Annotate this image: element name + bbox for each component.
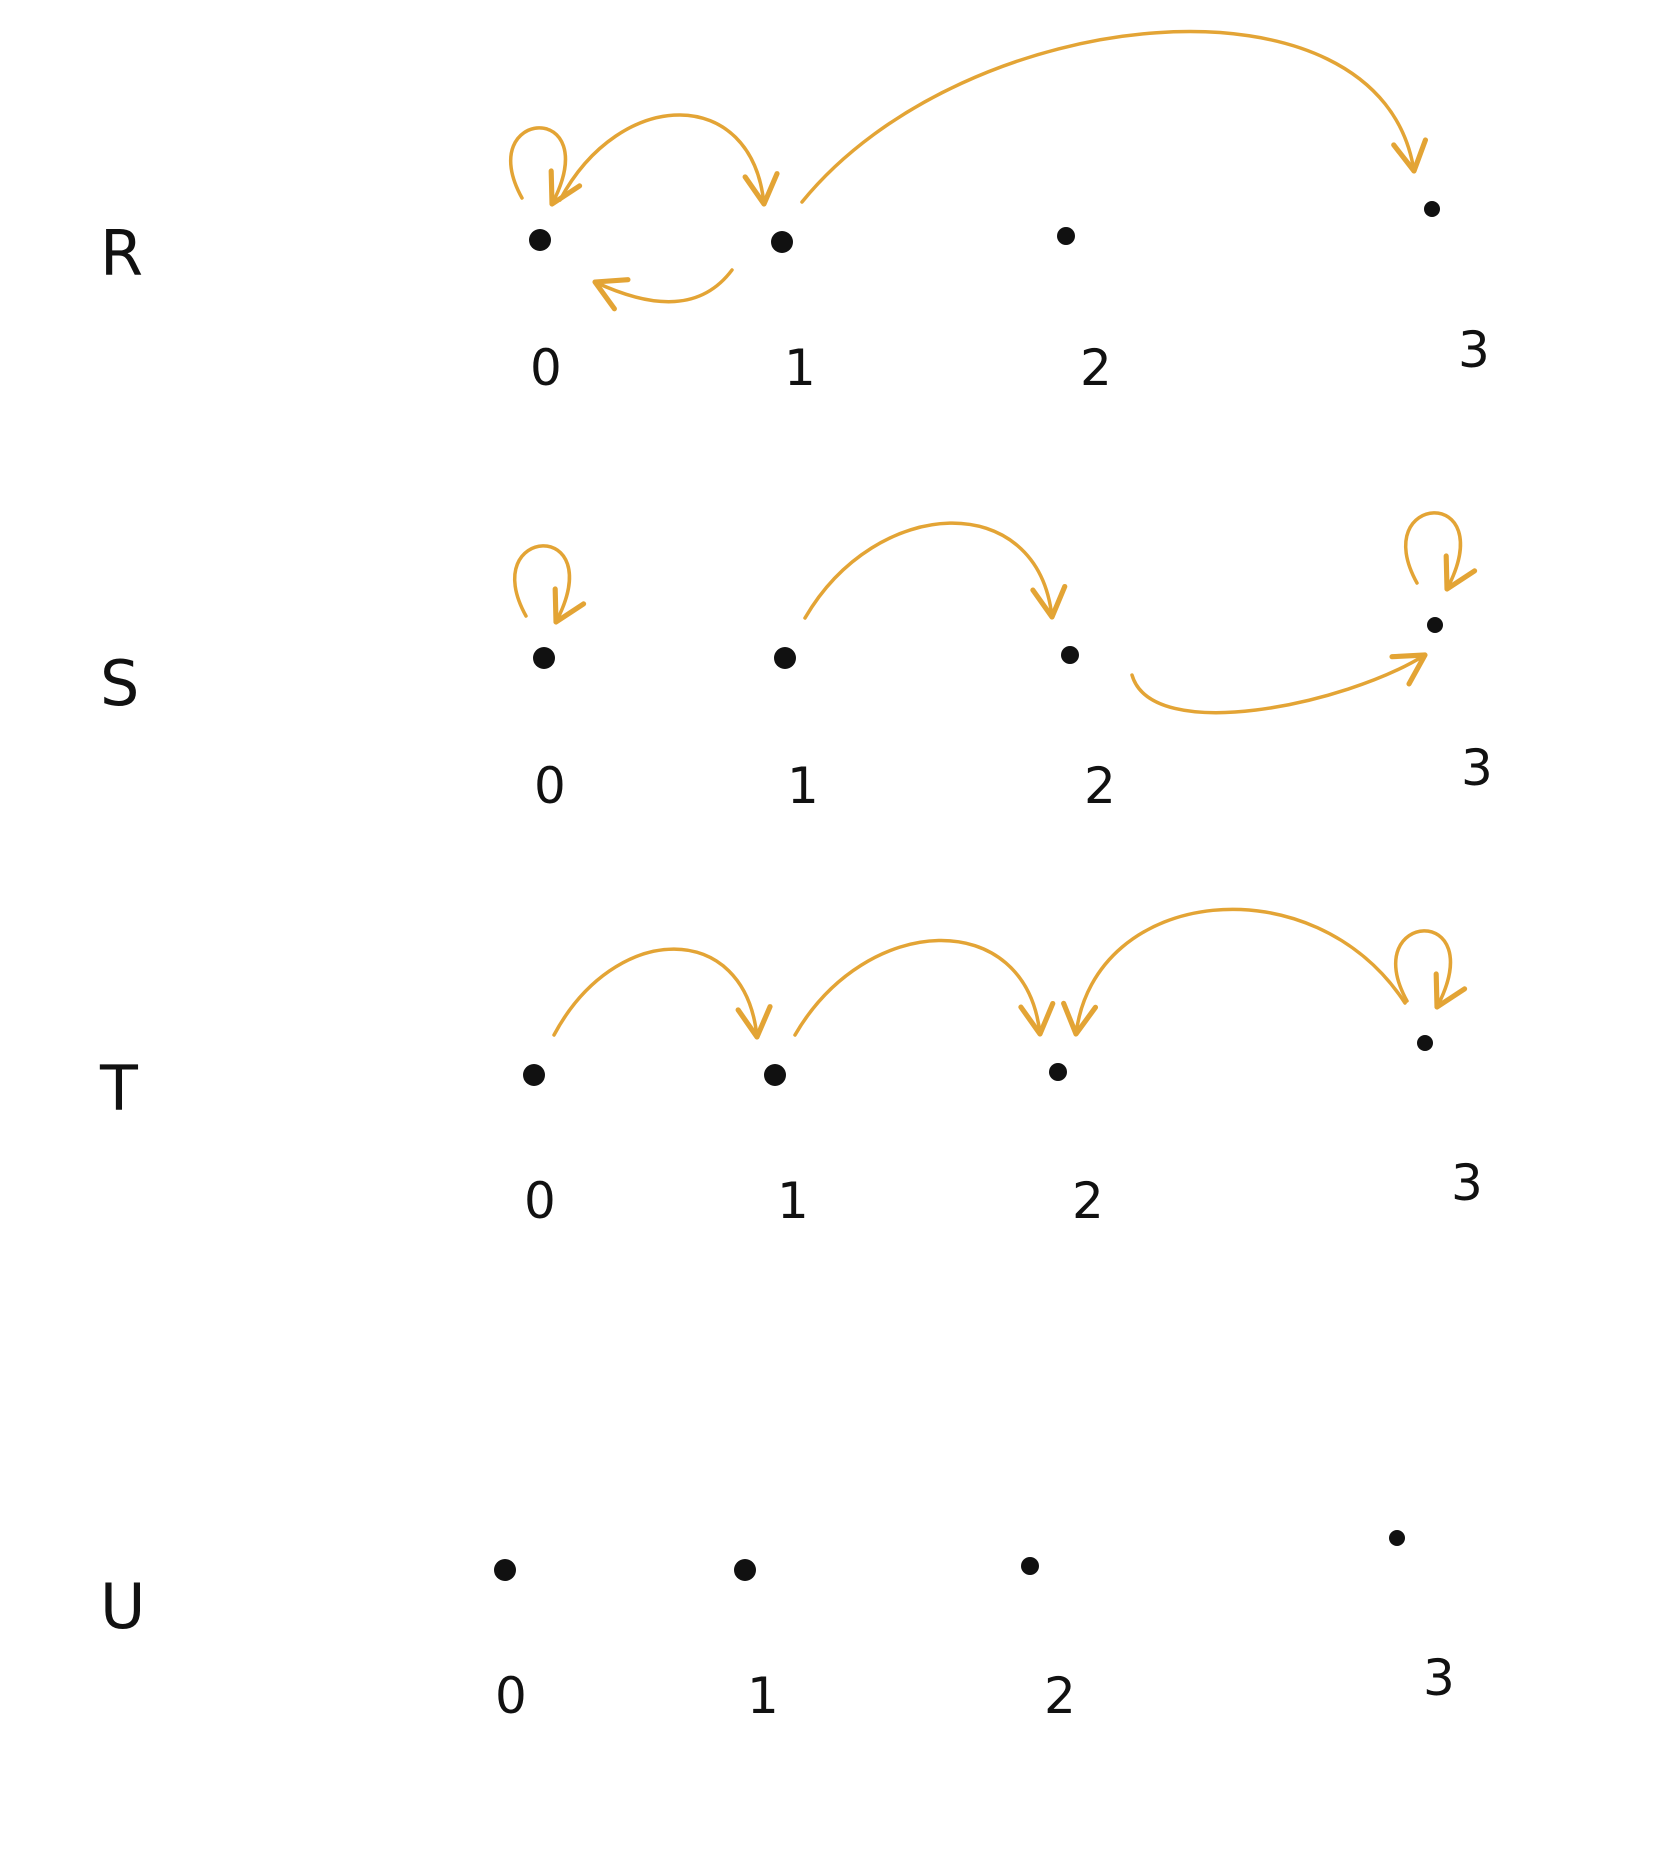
relation-label: U bbox=[100, 1570, 145, 1643]
edge-3-to-3 bbox=[1403, 511, 1478, 592]
edge-0-to-0 bbox=[508, 126, 583, 207]
node-label-1: 1 bbox=[777, 1172, 809, 1230]
edge-2-to-3 bbox=[1130, 652, 1428, 715]
node-label-2: 2 bbox=[1072, 1172, 1104, 1230]
node-label-0: 0 bbox=[495, 1667, 527, 1725]
edge-3-to-3 bbox=[1393, 929, 1468, 1010]
node-3 bbox=[1427, 617, 1443, 633]
edge-1-to-0 bbox=[592, 268, 734, 312]
relation-label: R bbox=[100, 217, 143, 290]
node-3 bbox=[1424, 201, 1440, 217]
node-label-1: 1 bbox=[787, 757, 819, 815]
node-label-0: 0 bbox=[524, 1172, 556, 1230]
relation-label: T bbox=[99, 1052, 139, 1125]
edge-0-to-1 bbox=[558, 113, 780, 207]
node-label-2: 2 bbox=[1080, 339, 1112, 397]
node-1 bbox=[734, 1559, 756, 1581]
edge-1-to-2 bbox=[803, 521, 1068, 620]
node-3 bbox=[1389, 1530, 1405, 1546]
edge-1-to-2 bbox=[793, 938, 1056, 1037]
node-3 bbox=[1417, 1035, 1433, 1051]
node-label-1: 1 bbox=[747, 1667, 779, 1725]
node-1 bbox=[764, 1064, 786, 1086]
node-label-2: 2 bbox=[1044, 1667, 1076, 1725]
node-0 bbox=[523, 1064, 545, 1086]
node-0 bbox=[529, 229, 551, 251]
edge-3-to-2 bbox=[1061, 907, 1407, 1037]
node-label-3: 3 bbox=[1458, 321, 1490, 379]
node-label-3: 3 bbox=[1461, 739, 1493, 797]
relation-row-r: R 0 1 2 3 bbox=[100, 29, 1490, 397]
node-2 bbox=[1021, 1557, 1039, 1575]
edge-1-to-3 bbox=[800, 29, 1428, 204]
edge-0-to-0 bbox=[512, 544, 587, 625]
node-label-0: 0 bbox=[530, 339, 562, 397]
node-label-1: 1 bbox=[784, 339, 816, 397]
node-label-0: 0 bbox=[534, 757, 566, 815]
node-label-3: 3 bbox=[1423, 1649, 1455, 1707]
node-2 bbox=[1061, 646, 1079, 664]
node-2 bbox=[1049, 1063, 1067, 1081]
relation-row-u: U 0 1 2 3 bbox=[100, 1530, 1455, 1725]
relation-label: S bbox=[100, 647, 139, 720]
edge-0-to-1 bbox=[552, 947, 773, 1040]
node-0 bbox=[533, 647, 555, 669]
node-0 bbox=[494, 1559, 516, 1581]
node-1 bbox=[774, 647, 796, 669]
node-1 bbox=[771, 231, 793, 253]
relation-row-t: T 0 1 2 3 bbox=[99, 907, 1483, 1230]
node-2 bbox=[1057, 227, 1075, 245]
relation-row-s: S 0 1 2 3 bbox=[100, 511, 1493, 815]
node-label-2: 2 bbox=[1084, 757, 1116, 815]
node-label-3: 3 bbox=[1451, 1154, 1483, 1212]
